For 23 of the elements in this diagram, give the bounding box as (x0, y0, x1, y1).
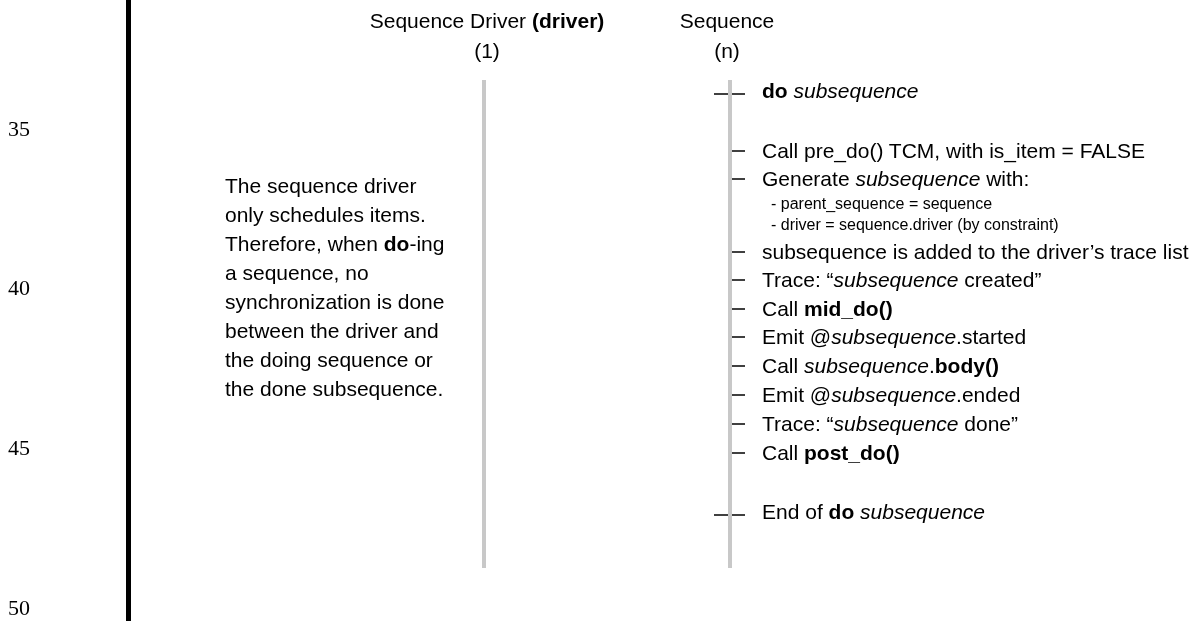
line-number: 50 (8, 596, 30, 620)
multiplicity-label: (n) (714, 39, 740, 63)
step-text: do subsequence (762, 79, 919, 103)
step-text: Call subsequence.body() (762, 354, 999, 378)
step-text: Trace: “subsequence created” (762, 268, 1042, 292)
step-text: Call post_do() (762, 441, 900, 465)
step-detail: - parent_sequence = sequence (771, 193, 993, 213)
step-text: Trace: “subsequence done” (762, 412, 1019, 436)
line-number: 35 (8, 117, 30, 141)
step-detail: - driver = sequence.driver (by constraint) (771, 214, 1059, 234)
lifeline-title: Sequence Driver (driver) (369, 9, 605, 33)
step-text: Call mid_do() (762, 297, 893, 321)
line-number: 40 (8, 276, 30, 300)
step-text: subsequence is added to the driver’s trace list (762, 240, 1189, 264)
step-text: Generate subsequence with: (762, 167, 1030, 191)
note-text: The sequence driver only schedules items. Therefore, when do-ing a sequence, no synchronization is done between the driver and the doing sequence or the done subsequence. (225, 172, 446, 402)
lifeline-title: Sequence (679, 9, 775, 33)
step-text: Emit @subsequence.started (762, 325, 1027, 349)
multiplicity-label: (1) (474, 39, 500, 63)
step-text: End of do subsequence (762, 500, 985, 524)
step-text: Emit @subsequence.ended (762, 383, 1021, 407)
step-text: Call pre_do() TCM, with is_item = FALSE (762, 139, 1145, 163)
line-number: 45 (8, 436, 30, 460)
